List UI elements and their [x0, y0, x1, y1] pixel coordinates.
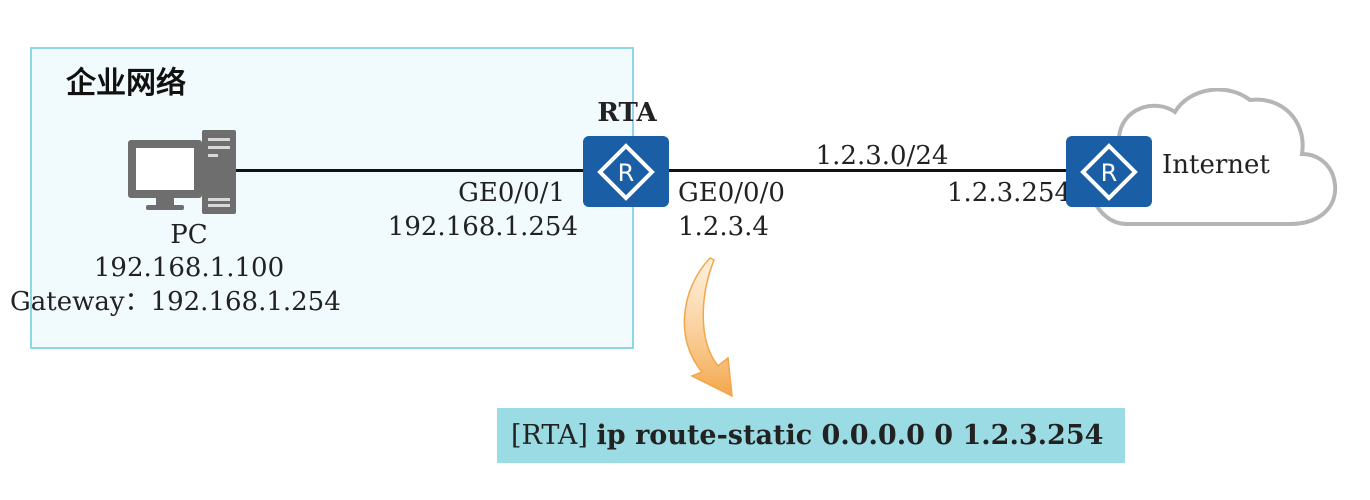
command-text: ip route-static 0.0.0.0 0 1.2.3.254	[596, 420, 1104, 451]
rta-wan-ip: 1.2.3.4	[678, 212, 769, 242]
pc-gateway: Gateway：192.168.1.254	[10, 287, 341, 317]
lan-link	[234, 169, 584, 172]
pc-icon	[128, 130, 236, 214]
rta-lan-ip: 192.168.1.254	[387, 212, 578, 242]
rta-name: RTA	[597, 98, 657, 128]
router-icon: R	[1066, 136, 1152, 207]
internet-label: Internet	[1162, 150, 1270, 180]
peer-ip: 1.2.3.254	[947, 178, 1072, 208]
command-box: [RTA] ip route-static 0.0.0.0 0 1.2.3.25…	[497, 408, 1125, 463]
router-symbol: R	[597, 142, 655, 201]
router-icon: R	[583, 136, 669, 207]
svg-text:R: R	[618, 159, 635, 187]
command-prompt: [RTA]	[511, 420, 588, 451]
wan-network: 1.2.3.0/24	[815, 141, 949, 171]
enterprise-title: 企业网络	[66, 66, 186, 101]
pc-ip: 192.168.1.100	[93, 253, 285, 283]
svg-text:R: R	[1101, 159, 1118, 187]
pc-name: PC	[170, 220, 208, 250]
arrow-icon	[683, 257, 733, 398]
rta-wan-interface: GE0/0/0	[678, 178, 785, 208]
wan-link	[668, 169, 1068, 172]
router-symbol: R	[1080, 142, 1138, 201]
enterprise-network-zone	[30, 47, 634, 349]
rta-lan-interface: GE0/0/1	[458, 178, 565, 208]
